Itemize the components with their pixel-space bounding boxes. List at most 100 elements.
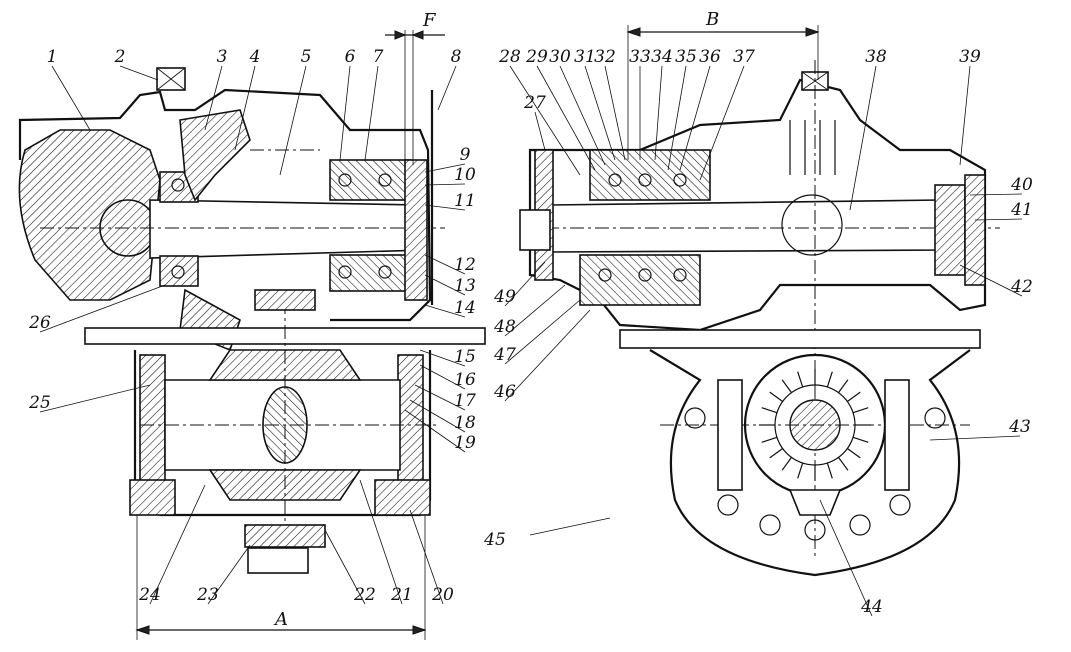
- spline-tooth: [761, 407, 778, 414]
- leader-line-24: [149, 484, 206, 605]
- leader-line-14: [424, 304, 466, 318]
- part-label-9: 9: [460, 145, 471, 165]
- leader-line-31: [584, 65, 616, 161]
- right-end-bearing: [934, 184, 966, 276]
- leader-line-20: [409, 509, 444, 605]
- right-bearing-top: [589, 149, 711, 201]
- part-label-3: 3: [217, 47, 228, 67]
- leader-line-36: [679, 65, 711, 171]
- spline-tooth: [769, 448, 783, 459]
- spline-tooth: [781, 379, 792, 393]
- part-label-38: 38: [865, 47, 887, 67]
- roller-set: [171, 173, 392, 279]
- leader-line-26: [39, 284, 166, 333]
- right-mounting-plate: [619, 329, 981, 349]
- part-label-15: 15: [454, 347, 476, 367]
- part-label-8: 8: [451, 47, 462, 67]
- part-label-30: 30: [549, 47, 571, 67]
- leader-line-5: [279, 65, 307, 176]
- leader-line-11: [424, 204, 466, 211]
- leader-line-37: [699, 65, 745, 181]
- part-label-22: 22: [353, 585, 376, 605]
- stud-right: [884, 379, 910, 491]
- leader-line-43: [929, 435, 1021, 441]
- part-label-29: 29: [525, 47, 548, 67]
- leader-line-1: [51, 65, 91, 131]
- leader-line-47: [504, 299, 581, 365]
- leader-line-27: [534, 111, 546, 151]
- dim-a-label: A: [273, 609, 288, 630]
- part-label-18: 18: [454, 413, 476, 433]
- part-label-25: 25: [28, 393, 51, 413]
- diff-gear-upper: [208, 349, 362, 381]
- leader-line-7: [364, 65, 379, 161]
- leader-line-30: [559, 65, 606, 166]
- part-label-36: 36: [699, 47, 721, 67]
- part-label-24: 24: [138, 585, 161, 605]
- right-view: B: [519, 9, 1000, 577]
- leader-line-38: [849, 65, 877, 211]
- leader-line-48: [504, 284, 566, 337]
- leader-line-28: [509, 65, 581, 176]
- part-label-14: 14: [454, 298, 476, 318]
- part-label-41: 41: [1010, 200, 1033, 220]
- leader-line-42: [959, 264, 1023, 297]
- part-label-12: 12: [454, 255, 476, 275]
- upper-housing: [18, 88, 432, 322]
- leader-line-16: [419, 364, 466, 390]
- dim-b-label: B: [705, 9, 719, 30]
- spline-tooth: [852, 407, 869, 414]
- leader-line-3: [204, 65, 223, 131]
- leader-line-46: [504, 309, 591, 402]
- bolt-top: [254, 289, 316, 311]
- dim-f-label: F: [422, 10, 437, 31]
- part-label-48: 48: [493, 317, 516, 337]
- leader-line-8: [437, 65, 457, 111]
- leader-line-21: [359, 479, 403, 605]
- bearing-mid-top: [329, 159, 411, 201]
- part-label-21: 21: [390, 585, 413, 605]
- part-label-13: 13: [454, 276, 476, 296]
- leader-line-34: [654, 65, 663, 161]
- bolt-base: [247, 547, 309, 574]
- part-label-17: 17: [454, 391, 476, 411]
- spline-tooth: [826, 462, 833, 479]
- spline-tooth: [781, 457, 792, 471]
- part-label-16: 16: [454, 370, 476, 390]
- bearing-mid-bottom: [329, 254, 411, 292]
- part-label-23: 23: [196, 585, 219, 605]
- part-label-47: 47: [493, 345, 516, 365]
- part-label-10: 10: [454, 165, 476, 185]
- leader-line-41: [974, 218, 1023, 221]
- part-label-37: 37: [733, 47, 755, 67]
- part-label-43: 43: [1008, 417, 1031, 437]
- part-label-33: 33: [629, 47, 651, 67]
- spline-tooth: [847, 391, 861, 402]
- flange-end: [404, 159, 428, 301]
- part-label-2: 2: [114, 47, 126, 67]
- part-label-5: 5: [301, 47, 312, 67]
- part-label-7: 7: [373, 47, 384, 67]
- leader-line-18: [409, 399, 466, 433]
- bolt-bottom: [244, 524, 326, 548]
- spline-tooth: [852, 436, 869, 443]
- cap-left: [129, 479, 176, 516]
- leader-line-23: [207, 544, 251, 605]
- leader-line-25: [39, 384, 151, 413]
- part-label-32: 32: [594, 47, 616, 67]
- differential-casing: [133, 350, 432, 517]
- leader-line-2: [119, 65, 159, 81]
- part-label-44: 44: [860, 597, 883, 617]
- part-label-45: 45: [483, 530, 506, 550]
- leader-line-17: [414, 384, 466, 411]
- part-label-31: 31: [574, 47, 596, 67]
- spline-tooth: [797, 371, 804, 388]
- part-label-11: 11: [454, 191, 476, 211]
- leader-line-40: [969, 193, 1023, 196]
- right-bearing-bottom: [579, 254, 701, 306]
- leader-line-12: [424, 254, 466, 275]
- part-label-46: 46: [493, 382, 516, 402]
